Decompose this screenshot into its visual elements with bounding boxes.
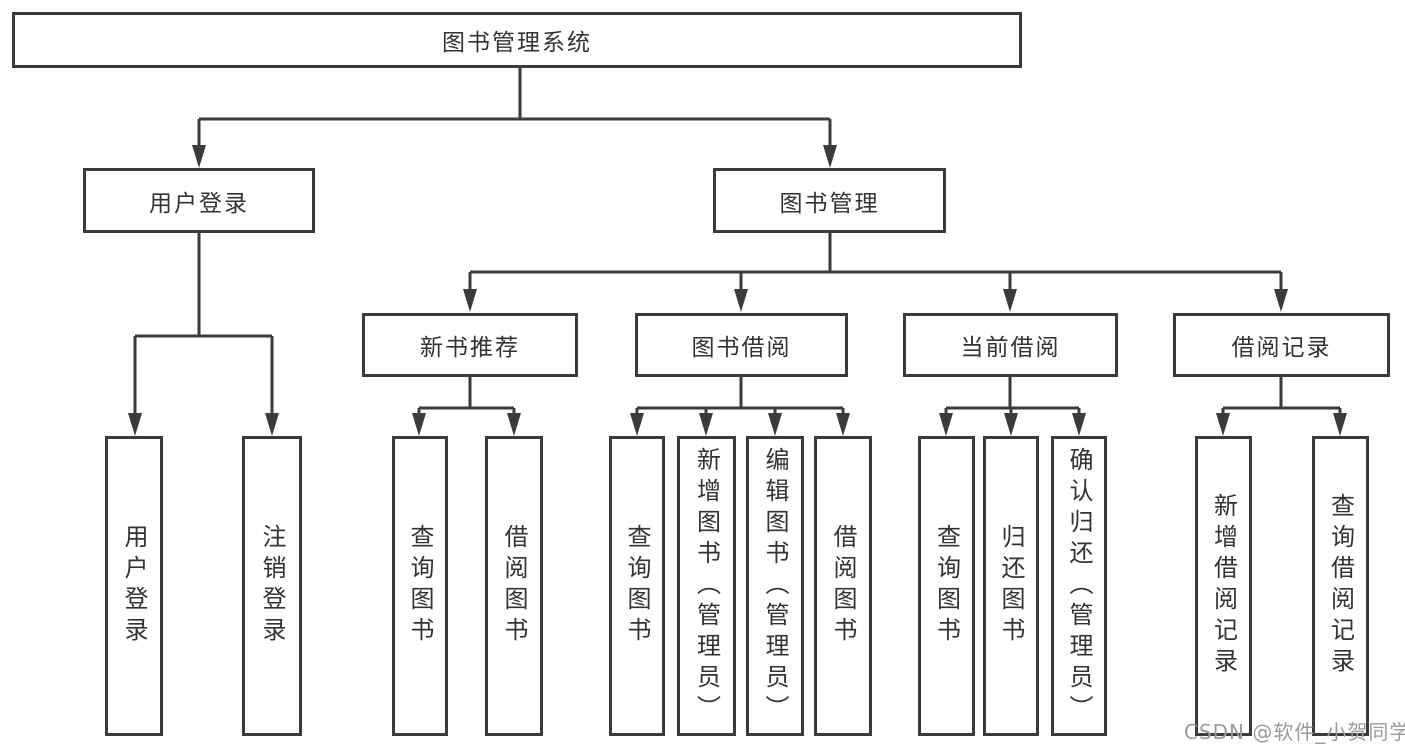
leaf-bb-add-books-admin: 新增图书（管理员） [677,436,736,736]
node-book-management: 图书管理 [713,168,946,233]
leaf-cb-return-books: 归还图书 [983,436,1039,736]
csdn-watermark: CSDN @软件_小贺同学 [1184,720,1405,744]
node-new-book-recommendation: 新书推荐 [362,313,578,377]
leaf-logout-login: 注销登录 [242,436,302,736]
node-current-borrowing: 当前借阅 [903,313,1118,377]
leaf-bb-edit-books-admin: 编辑图书（管理员） [746,436,804,736]
leaf-user-login: 用户登录 [105,436,163,736]
leaf-nb-borrow-books: 借阅图书 [485,436,543,736]
leaf-rec-query-borrow-record: 查询借阅记录 [1312,436,1369,736]
leaf-nb-query-books: 查询图书 [392,436,448,736]
arrowhead-icons [128,145,1347,436]
leaf-cb-confirm-return-admin: 确认归还（管理员） [1051,436,1107,736]
leaf-bb-query-books: 查询图书 [609,436,665,736]
node-user-login: 用户登录 [83,168,315,233]
node-book-borrowing: 图书借阅 [635,313,848,377]
leaf-bb-borrow-books: 借阅图书 [814,436,872,736]
leaf-cb-query-books: 查询图书 [918,436,975,736]
leaf-rec-add-borrow-record: 新增借阅记录 [1195,436,1252,736]
node-borrowing-records: 借阅记录 [1173,313,1390,377]
node-library-management-system: 图书管理系统 [12,12,1022,68]
